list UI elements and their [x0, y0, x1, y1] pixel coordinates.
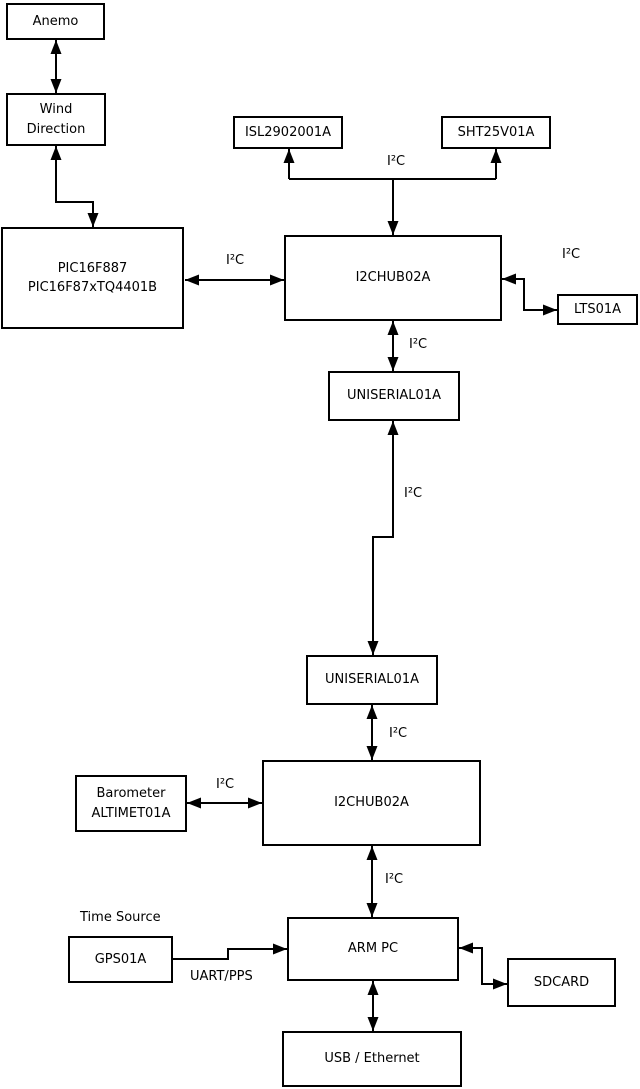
i2c-label-long-link: I²C: [404, 486, 423, 501]
connector-i2chub-top-lts: [502, 273, 557, 316]
node-uniserial-top-label: UNISERIAL01A: [347, 388, 441, 404]
i2c-label-barometer-hub: I²C: [216, 777, 235, 792]
connector-armpc-sdcard: [459, 942, 507, 990]
node-isl-sensor: ISL2902001A: [233, 116, 343, 149]
node-pic-mcu: PIC16F887 PIC16F87xTQ4401B: [1, 227, 184, 329]
i2c-label-hub-lts: I²C: [562, 247, 581, 262]
connector-uniserial-top-uniserial-bottom: [367, 421, 399, 655]
node-anemo: Anemo: [6, 3, 105, 40]
node-uniserial-top: UNISERIAL01A: [328, 371, 460, 421]
node-sht-sensor-label: SHT25V01A: [457, 124, 535, 140]
node-sht-sensor: SHT25V01A: [441, 116, 551, 149]
node-lts-sensor: LTS01A: [557, 294, 638, 325]
node-sdcard-label: SDCARD: [533, 974, 590, 990]
node-barometer-label-line2: ALTIMET01A: [91, 805, 171, 821]
node-anemo-label: Anemo: [32, 13, 79, 29]
node-i2c-hub-top: I2CHUB02A: [284, 235, 502, 321]
node-pic-mcu-label-line2: PIC16F87xTQ4401B: [27, 280, 158, 295]
node-wind-direction-label-line2: Direction: [26, 121, 86, 137]
node-pic-mcu-label-line1: PIC16F887: [57, 260, 128, 276]
node-sdcard: SDCARD: [507, 958, 616, 1007]
node-gps-label: GPS01A: [94, 951, 147, 967]
node-i2c-hub-top-label: I2CHUB02A: [355, 270, 431, 286]
node-uniserial-bottom-label: UNISERIAL01A: [325, 672, 419, 688]
i2c-label-pic-hub: I²C: [226, 253, 245, 268]
node-usb-ethernet: USB / Ethernet: [282, 1031, 462, 1087]
i2c-label-uniserial-hub-bottom: I²C: [389, 726, 408, 741]
i2c-label-sensor-bus: I²C: [387, 154, 406, 169]
node-i2c-hub-bottom-label: I2CHUB02A: [334, 795, 409, 811]
i2c-label-hub-armpc: I²C: [385, 872, 404, 887]
node-wind-direction: Wind Direction: [6, 93, 106, 146]
node-usb-ethernet-label: USB / Ethernet: [324, 1051, 420, 1067]
i2c-label-hub-uniserial-top: I²C: [409, 337, 428, 352]
time-source-label: Time Source: [80, 910, 161, 925]
node-i2c-hub-bottom: I2CHUB02A: [262, 760, 481, 846]
node-gps: GPS01A: [68, 936, 173, 983]
node-lts-sensor-label: LTS01A: [573, 301, 622, 317]
node-isl-sensor-label: ISL2902001A: [244, 124, 332, 140]
node-wind-direction-label-line1: Wind: [39, 102, 73, 117]
node-barometer: Barometer ALTIMET01A: [75, 775, 187, 832]
node-barometer-label-line1: Barometer: [96, 786, 166, 801]
node-uniserial-bottom: UNISERIAL01A: [306, 655, 438, 705]
connector-winddirection-pic: [50, 146, 99, 227]
node-arm-pc-label: ARM PC: [347, 941, 399, 957]
node-arm-pc: ARM PC: [287, 917, 459, 981]
uart-pps-label: UART/PPS: [190, 969, 253, 984]
connector-gps-armpc: [173, 943, 287, 960]
